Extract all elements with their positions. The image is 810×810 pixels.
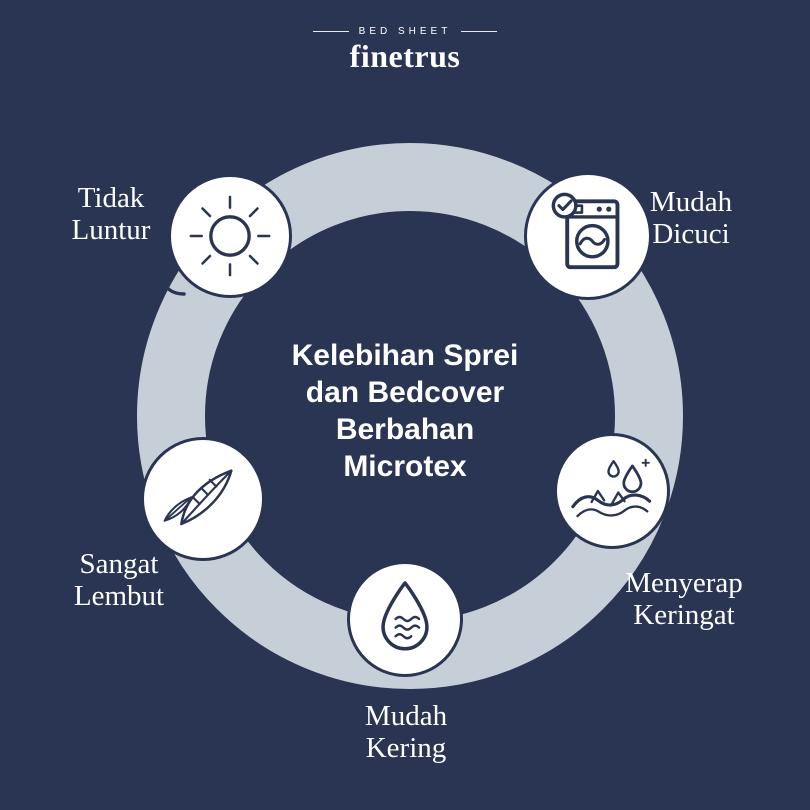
tagline-rule-left <box>312 31 349 32</box>
brand-tagline-row: BED SHEET <box>0 26 810 37</box>
tagline-rule-right <box>461 31 498 32</box>
label-sangat-lembut: Sangat Lembut <box>73 548 165 613</box>
label-mudah-dicuci: Mudah Dicuci <box>649 186 733 251</box>
ring-accent-dash <box>160 277 186 296</box>
label-mudah-kering: Mudah Kering <box>364 700 448 765</box>
node-sangat-lembut <box>141 437 265 561</box>
brand-tagline: BED SHEET <box>358 26 452 37</box>
label-tidak-luntur: Tidak Luntur <box>71 182 151 247</box>
diagram-title: Kelebihan Sprei dan Bedcover Berbahan Mi… <box>291 339 519 483</box>
water-drop-icon <box>381 581 429 651</box>
node-menyerap-keringat <box>554 433 670 549</box>
node-mudah-dicuci <box>524 172 652 300</box>
brand-name: finetrus <box>349 38 461 74</box>
node-mudah-kering <box>347 561 463 677</box>
brand-logo: BED SHEET finetrus <box>0 26 810 73</box>
label-menyerap-keringat: Menyerap Keringat <box>625 567 743 632</box>
sweat-absorb-icon <box>571 458 652 518</box>
sun-icon <box>189 195 271 277</box>
node-tidak-luntur <box>168 174 292 298</box>
feather-icon <box>163 469 233 526</box>
washing-machine-icon <box>551 192 620 270</box>
